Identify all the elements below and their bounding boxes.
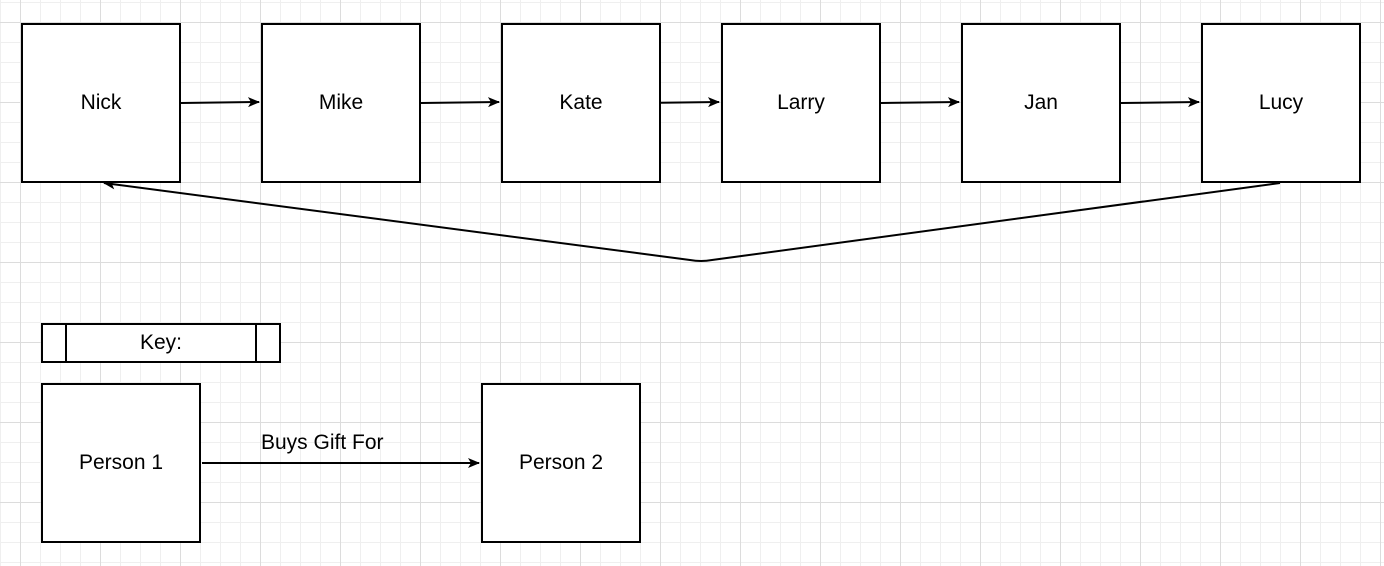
node-nick-label: Nick	[80, 91, 122, 114]
edge-jan-to-lucy[interactable]	[1120, 97, 1200, 108]
key-left-divider	[65, 325, 67, 361]
edge-lucy-to-nick[interactable]	[103, 179, 1281, 262]
key-node-person-1[interactable]: Person 1	[41, 383, 201, 543]
edge-larry-to-jan[interactable]	[880, 97, 960, 108]
node-lucy[interactable]: Lucy	[1201, 23, 1361, 183]
node-kate[interactable]: Kate	[501, 23, 661, 183]
node-mike[interactable]: Mike	[261, 23, 421, 183]
node-lucy-label: Lucy	[1258, 91, 1304, 114]
node-kate-label: Kate	[559, 91, 603, 114]
key-node-person-2[interactable]: Person 2	[481, 383, 641, 543]
node-larry-label: Larry	[777, 91, 825, 114]
node-jan[interactable]: Jan	[961, 23, 1121, 183]
key-title: Key:	[139, 331, 183, 354]
node-mike-label: Mike	[318, 91, 364, 114]
key-node-person-2-label: Person 2	[518, 451, 604, 474]
edge-nick-to-mike[interactable]	[180, 97, 260, 108]
key-edge-label[interactable]: Buys Gift For	[261, 431, 384, 454]
edge-mike-to-kate[interactable]	[420, 97, 500, 108]
node-jan-label: Jan	[1024, 91, 1058, 114]
key-right-divider	[255, 325, 257, 361]
node-nick[interactable]: Nick	[21, 23, 181, 183]
node-larry[interactable]: Larry	[721, 23, 881, 183]
key-node-person-1-label: Person 1	[78, 451, 164, 474]
key-title-box[interactable]: Key:	[41, 323, 281, 363]
